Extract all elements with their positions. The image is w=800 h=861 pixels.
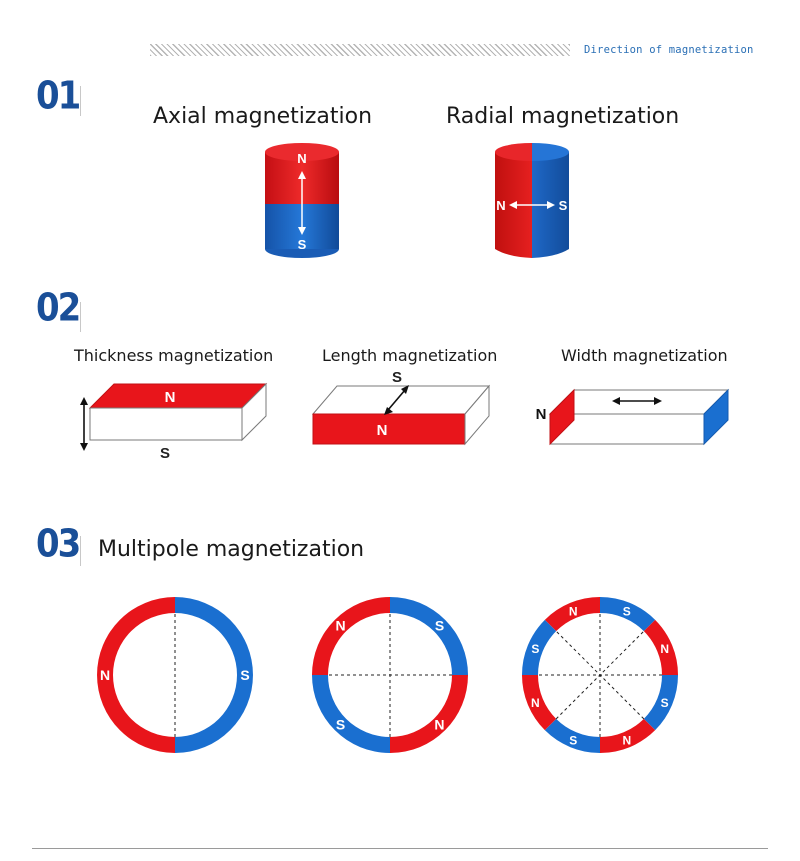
south-pole-segment xyxy=(522,619,557,675)
north-pole-label: N xyxy=(335,618,345,634)
width-block-figure: N xyxy=(536,388,730,446)
radial-cylinder-figure: N S xyxy=(495,143,569,258)
length-south-label: S xyxy=(392,369,402,386)
length-north-label: N xyxy=(377,422,388,439)
radial-north-label: N xyxy=(496,198,505,213)
section-divider xyxy=(80,536,81,566)
north-pole-label: N xyxy=(531,696,540,710)
radial-south-label: S xyxy=(559,198,568,213)
north-pole-label: N xyxy=(100,667,110,683)
south-pole-segment xyxy=(312,675,390,753)
north-pole-segment xyxy=(643,619,678,675)
north-pole-label: N xyxy=(660,642,669,656)
north-pole-label: N xyxy=(569,604,578,618)
header-caption: Direction of magnetization xyxy=(584,44,754,56)
south-pole-label: S xyxy=(240,667,249,683)
thickness-south-label: S xyxy=(160,445,170,462)
south-pole-label: S xyxy=(569,734,577,748)
north-pole-label: N xyxy=(622,734,631,748)
axial-south-label: S xyxy=(298,237,307,252)
south-pole-segment xyxy=(175,597,253,753)
south-pole-segment xyxy=(600,597,656,632)
north-pole-segment xyxy=(600,718,656,753)
multipole-ring-8: N S N S N S N S xyxy=(522,597,678,753)
thickness-block-figure: N S xyxy=(80,382,268,462)
section-number-01: 01 xyxy=(36,74,81,119)
bottom-divider xyxy=(32,848,768,849)
title-width-magnetization: Width magnetization xyxy=(561,346,728,365)
north-pole-segment xyxy=(390,675,468,753)
section-number-03: 03 xyxy=(36,522,81,567)
south-pole-label: S xyxy=(531,642,539,656)
title-radial-magnetization: Radial magnetization xyxy=(446,104,680,129)
section-divider xyxy=(80,86,81,116)
section-divider xyxy=(80,302,81,332)
thickness-north-label: N xyxy=(165,389,176,406)
title-multipole-magnetization: Multipole magnetization xyxy=(98,537,365,562)
north-pole-segment xyxy=(522,675,557,731)
pole-division-line xyxy=(555,630,645,720)
south-pole-label: S xyxy=(435,618,444,634)
north-pole-segment xyxy=(97,597,175,753)
multipole-ring-4: N S N S xyxy=(312,597,468,753)
title-axial-magnetization: Axial magnetization xyxy=(153,104,373,129)
south-pole-segment xyxy=(643,675,678,731)
decorative-hatch-bar xyxy=(150,44,570,56)
south-pole-segment xyxy=(544,718,600,753)
title-length-magnetization: Length magnetization xyxy=(322,346,498,365)
north-pole-segment xyxy=(544,597,600,632)
width-north-label: N xyxy=(536,406,547,423)
axial-north-label: N xyxy=(297,151,306,166)
south-pole-label: S xyxy=(661,696,669,710)
north-pole-segment xyxy=(312,597,390,675)
title-thickness-magnetization: Thickness magnetization xyxy=(74,346,274,365)
length-block-figure: S N xyxy=(311,369,491,446)
south-pole-segment xyxy=(390,597,468,675)
section-number-02: 02 xyxy=(36,286,81,331)
south-pole-label: S xyxy=(336,716,345,732)
south-pole-label: S xyxy=(623,604,631,618)
north-pole-label: N xyxy=(434,716,444,732)
axial-cylinder-figure: N S xyxy=(265,143,339,258)
